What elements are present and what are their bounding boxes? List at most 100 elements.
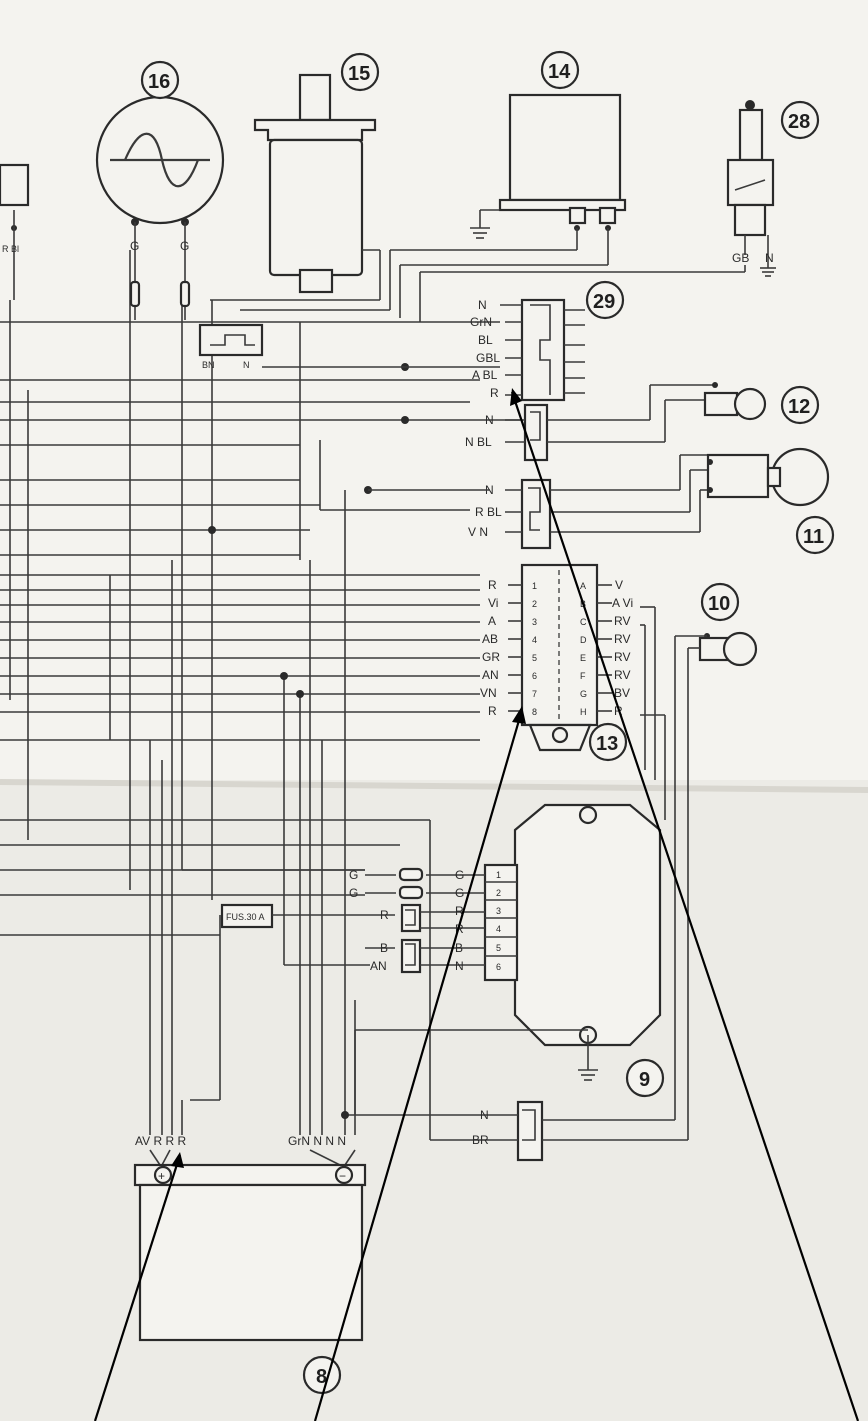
connector-29-wire: N bbox=[478, 298, 487, 312]
connector-13-left-label: GR bbox=[482, 650, 500, 664]
arrowhead-battery bbox=[171, 1152, 184, 1168]
connector-13-right-label: RV bbox=[614, 614, 630, 628]
bottom-connector-label: N bbox=[480, 1108, 489, 1122]
connector-13-left-label: A bbox=[488, 614, 496, 628]
pin-label: 1 bbox=[532, 581, 537, 591]
relay-14 bbox=[240, 93, 627, 318]
connector-29-wire: R bbox=[490, 386, 499, 400]
ignition-coil-15 bbox=[210, 73, 381, 301]
battery-8: AV R R R GrN N N N + − bbox=[133, 1134, 367, 1342]
switch-28: GB N bbox=[419, 100, 776, 322]
connector-11-wire: V N bbox=[468, 525, 488, 539]
pin-label: G bbox=[580, 689, 587, 699]
connector-13-left-wires: R Vi A AB GR AN VN R bbox=[480, 578, 522, 718]
connector-13-left-label: VN bbox=[480, 686, 497, 700]
alternator-16: G G bbox=[95, 95, 225, 320]
lamp-12 bbox=[703, 382, 767, 421]
battery-negative-wires: GrN N N N bbox=[288, 1134, 346, 1148]
battery-plus: + bbox=[158, 1169, 165, 1183]
regulator-pin: 2 bbox=[496, 888, 501, 898]
connector-29-wire: GrN bbox=[470, 315, 492, 329]
small-connector-label: N bbox=[243, 360, 250, 370]
component-number-9: 9 bbox=[639, 1069, 650, 1091]
arrow-connector-29 bbox=[510, 391, 860, 1421]
pin-label: D bbox=[580, 635, 587, 645]
connector-13-right-label: BV bbox=[614, 686, 630, 700]
component-number-10: 10 bbox=[708, 593, 730, 615]
small-connector: BN N bbox=[198, 323, 500, 370]
junction-dots bbox=[208, 363, 409, 1119]
arrowhead-connector-29 bbox=[510, 388, 522, 406]
connector-13-right-label: RV bbox=[614, 650, 630, 664]
connector-29: N GrN BL GBL A BL R bbox=[470, 298, 585, 402]
regulator-pin: 5 bbox=[496, 943, 501, 953]
pin-label: C bbox=[580, 617, 587, 627]
connector-12-wire: N BL bbox=[465, 435, 492, 449]
regulator-pin: 3 bbox=[496, 906, 501, 916]
label-circle-28 bbox=[780, 100, 820, 140]
alternator-wire-label: G bbox=[180, 239, 189, 253]
regulator-out-label: G bbox=[455, 886, 464, 900]
pin-label: 3 bbox=[532, 617, 537, 627]
regulator-out-label: R bbox=[455, 904, 464, 918]
regulator-in-label: B bbox=[380, 941, 388, 955]
switch-wire-label: GB bbox=[732, 251, 749, 265]
arrow-battery-terminal bbox=[93, 1154, 182, 1421]
switch-wire-label: N bbox=[765, 251, 774, 265]
pin-label: F bbox=[580, 671, 586, 681]
label-circle-29 bbox=[585, 280, 625, 320]
connector-12-wire: N bbox=[485, 413, 494, 427]
label-circle-13 bbox=[588, 722, 628, 762]
connector-29-wire: BL bbox=[478, 333, 493, 347]
alternator-wire-label: G bbox=[130, 239, 139, 253]
regulator-in-label: AN bbox=[370, 959, 387, 973]
regulator-inputs: FUS.30 A G G R B AN G G R R B N bbox=[220, 867, 485, 974]
connector-13-left-label: R bbox=[488, 578, 497, 592]
label-circle-15 bbox=[340, 52, 380, 92]
component-number-28: 28 bbox=[788, 111, 810, 133]
pin-label: E bbox=[580, 653, 586, 663]
pin-label: H bbox=[580, 707, 587, 717]
connector-lamp-11: N R BL V N bbox=[320, 454, 710, 550]
pin-label: 5 bbox=[532, 653, 537, 663]
battery-positive-wires: AV R R R bbox=[135, 1134, 186, 1148]
small-connector-label: BN bbox=[202, 360, 215, 370]
label-circle-14 bbox=[540, 50, 580, 90]
regulator-in-label: R bbox=[380, 908, 389, 922]
regulator-in-label: G bbox=[349, 868, 358, 882]
regulator-out-label: G bbox=[455, 868, 464, 882]
connector-13-right-label: RV bbox=[614, 668, 630, 682]
connector-29-wire: A BL bbox=[472, 368, 498, 382]
connector-13-left-label: R bbox=[488, 704, 497, 718]
label-circle-12 bbox=[780, 385, 820, 425]
lamp-11 bbox=[706, 447, 830, 507]
annotation-arrows bbox=[93, 388, 860, 1421]
connector-13 bbox=[520, 563, 599, 752]
connector-13-pins: 1 2 3 4 5 6 7 8 A B C D E F G H bbox=[532, 581, 587, 717]
bottom-connector-label: BR bbox=[472, 1133, 489, 1147]
pin-label: 4 bbox=[532, 635, 537, 645]
left-edge-label: R Bl bbox=[2, 244, 19, 254]
harness-lines bbox=[0, 300, 520, 1140]
label-circle-10 bbox=[700, 582, 740, 622]
component-number-8: 8 bbox=[316, 1366, 327, 1388]
component-number-12: 12 bbox=[788, 396, 810, 418]
bottom-connector: N BR bbox=[430, 1100, 688, 1162]
arrow-connector-13 bbox=[313, 709, 524, 1421]
label-circle-16 bbox=[140, 60, 180, 100]
component-number-11: 11 bbox=[803, 526, 824, 548]
connector-13-left-label: AN bbox=[482, 668, 499, 682]
label-circle-11 bbox=[795, 515, 835, 555]
component-number-14: 14 bbox=[548, 61, 571, 83]
regulator-9: 1 2 3 4 5 6 bbox=[354, 803, 662, 1115]
connector-13-right-label: V bbox=[615, 578, 623, 592]
component-number-13: 13 bbox=[596, 733, 618, 755]
component-number-29: 29 bbox=[593, 291, 615, 313]
connector-13-left-label: AB bbox=[482, 632, 498, 646]
regulator-out-label: R bbox=[455, 922, 464, 936]
arrowhead-connector-13 bbox=[512, 706, 526, 724]
regulator-pin: 1 bbox=[496, 870, 501, 880]
regulator-out-label: B bbox=[455, 941, 463, 955]
battery-minus: − bbox=[339, 1169, 346, 1183]
